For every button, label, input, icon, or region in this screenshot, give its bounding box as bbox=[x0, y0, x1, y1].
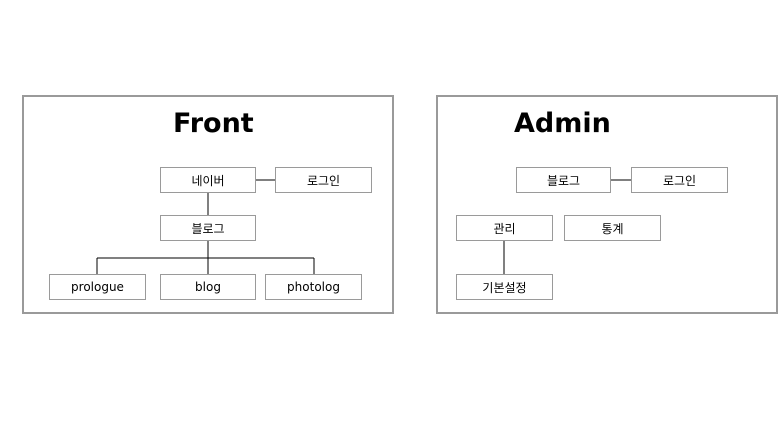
front-node-blog[interactable]: blog bbox=[160, 274, 256, 300]
front-node-photolog[interactable]: photolog bbox=[265, 274, 362, 300]
front-node-login[interactable]: 로그인 bbox=[275, 167, 372, 193]
admin-node-basic-settings[interactable]: 기본설정 bbox=[456, 274, 553, 300]
front-node-blog-root[interactable]: 블로그 bbox=[160, 215, 256, 241]
admin-node-blog-root[interactable]: 블로그 bbox=[516, 167, 611, 193]
front-node-prologue[interactable]: prologue bbox=[49, 274, 146, 300]
admin-title: Admin bbox=[514, 108, 611, 139]
front-title: Front bbox=[173, 108, 254, 139]
admin-node-stats[interactable]: 통계 bbox=[564, 215, 661, 241]
front-node-naver[interactable]: 네이버 bbox=[160, 167, 256, 193]
admin-node-manage[interactable]: 관리 bbox=[456, 215, 553, 241]
admin-node-login[interactable]: 로그인 bbox=[631, 167, 728, 193]
